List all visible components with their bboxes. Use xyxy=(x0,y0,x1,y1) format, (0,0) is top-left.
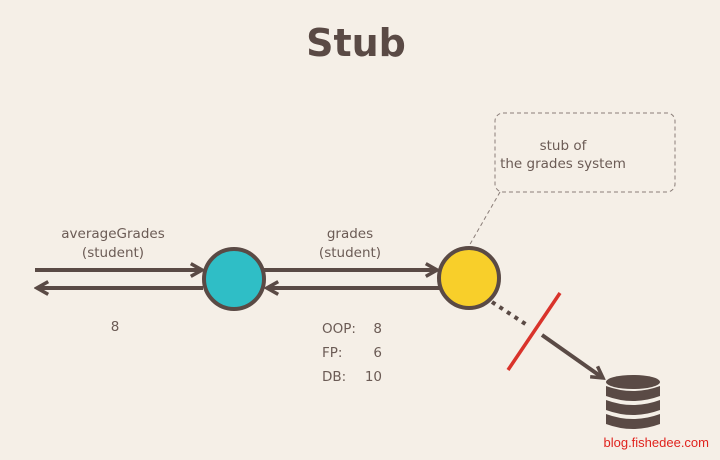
callout-line-2: the grades system xyxy=(500,156,626,172)
left-arg-label: (student) xyxy=(82,245,144,261)
grade-subject: OOP: xyxy=(322,321,356,337)
dotted-connection xyxy=(490,300,529,327)
grade-value: 6 xyxy=(373,345,382,361)
client-node xyxy=(202,247,266,311)
right-method-label: grades xyxy=(327,226,373,242)
stub-node xyxy=(437,246,501,310)
left-result-label: 8 xyxy=(111,319,120,335)
callout-line-1: stub of xyxy=(540,138,588,154)
grade-subject: DB: xyxy=(322,369,346,385)
left-method-label: averageGrades xyxy=(61,226,164,242)
stub-callout: stub of the grades system xyxy=(468,112,676,247)
grades-result: OOP: 8 FP: 6 DB: 10 xyxy=(322,321,382,385)
watermark: blog.fishedee.com xyxy=(603,435,709,450)
database-icon xyxy=(606,375,660,429)
grade-subject: FP: xyxy=(322,345,342,361)
cut-line xyxy=(506,292,562,371)
right-arg-label: (student) xyxy=(319,245,381,261)
grade-value: 8 xyxy=(373,321,382,337)
grade-value: 10 xyxy=(365,369,382,385)
db-arrow xyxy=(540,333,603,378)
diagram-title: Stub xyxy=(306,21,406,65)
